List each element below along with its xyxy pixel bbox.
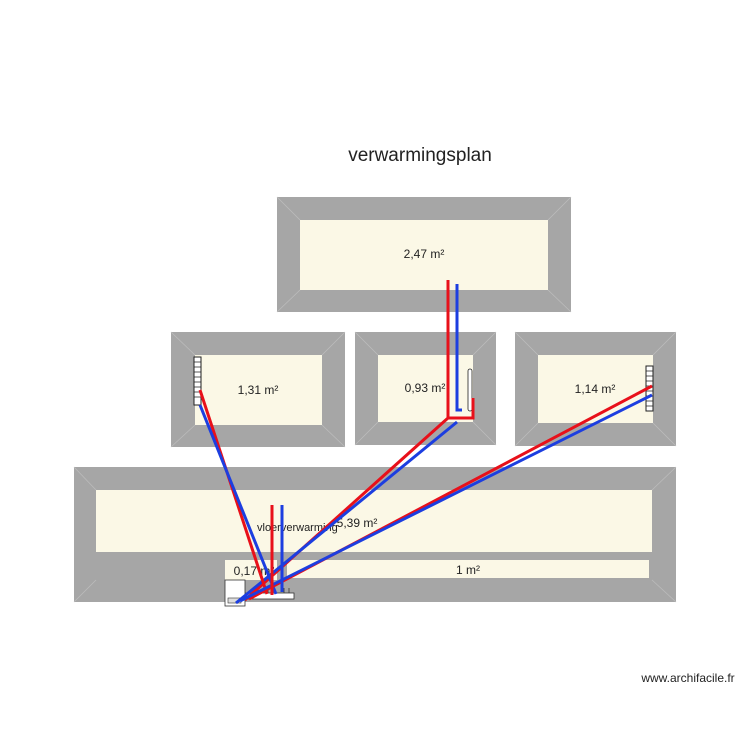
watermark: www.archifacile.fr	[640, 671, 734, 685]
floor-heating-label: vloerverwarming	[257, 522, 338, 534]
radiator-icon	[193, 356, 202, 406]
room-area: 0,93 m²	[405, 381, 446, 395]
room-area: 1,31 m²	[238, 383, 279, 397]
room-middle[interactable]: 0,93 m²	[354, 331, 497, 446]
room-area: 1,14 m²	[575, 382, 616, 396]
return-pipe-right	[239, 393, 653, 603]
return-pipe-left	[198, 404, 278, 595]
plan-title: verwarmingsplan	[348, 145, 492, 166]
radiator-icon	[467, 368, 473, 412]
room-area: 5,39 m²	[337, 516, 378, 530]
room-area: 1 m²	[456, 563, 480, 577]
room-left[interactable]: 1,31 m²	[170, 331, 346, 448]
supply-pipe-top	[446, 280, 475, 420]
room-top[interactable]: 2,47 m²	[276, 196, 572, 313]
heating-pipes	[198, 280, 653, 605]
room-area: 2,47 m²	[404, 247, 445, 261]
room-right[interactable]: 1,14 m²	[514, 331, 677, 447]
return-pipe-top	[455, 284, 462, 412]
